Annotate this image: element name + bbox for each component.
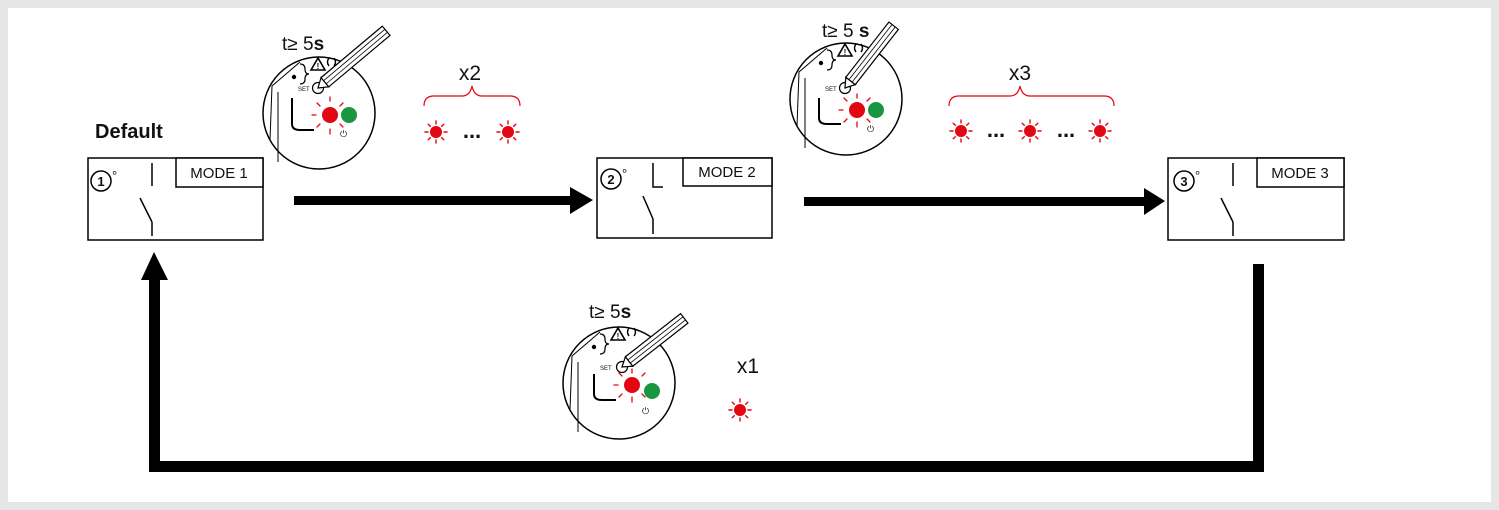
mode-box-1: MODE 1 1 ° (87, 157, 264, 241)
blinking-red-led-icon (1018, 119, 1042, 143)
svg-text:!: ! (844, 48, 847, 57)
mode-label-box-2 (682, 157, 773, 187)
chime-icon (326, 57, 337, 67)
mode-box-3: MODE 3 3 ° (1167, 157, 1345, 241)
blinking-red-led-icon (1088, 119, 1112, 143)
press-duration-3: t≥ 5s (589, 302, 631, 323)
blink-ellipsis-x3a: ... (987, 117, 1005, 142)
mode-label-box-3 (1256, 157, 1345, 188)
red-led-3 (624, 377, 640, 393)
arrow-mode2-to-mode3 (804, 188, 1165, 215)
blink-ellipsis-x3b: ... (1057, 117, 1075, 142)
blink-indicator-x1: x1 (728, 355, 759, 422)
mode-number-1: 1 (97, 174, 104, 189)
mode-label-box-1 (175, 157, 264, 188)
warning-icon: ! (609, 326, 627, 341)
mode-label-3: MODE 3 (1271, 165, 1329, 182)
warning-icon: ! (309, 56, 327, 71)
mode-degree-1: ° (112, 168, 117, 183)
green-led-2 (868, 102, 884, 118)
pen-icon-1 (317, 25, 391, 89)
blinking-red-led-icon (949, 119, 973, 143)
chime-icon (626, 327, 637, 337)
blink-count-x1: x1 (737, 355, 759, 378)
blinking-red-led-icon (728, 398, 752, 422)
set-button-label-1: SET (298, 87, 310, 93)
svg-text:!: ! (317, 62, 320, 71)
pen-icon-2 (844, 21, 900, 89)
power-icon: ⏻ (867, 124, 874, 134)
mode-box-2: MODE 2 2 ° (596, 157, 773, 239)
red-led-2 (849, 102, 865, 118)
switch-changeover-icon-2 (642, 163, 663, 234)
svg-text:!: ! (617, 332, 620, 341)
blink-ellipsis-x2: ... (463, 118, 481, 143)
switch-open-icon-3 (1220, 163, 1234, 236)
press-set-button-icon-1: t≥ 5s ! SET ⏻ (262, 25, 391, 170)
mode-number-3: 3 (1180, 174, 1187, 189)
pen-icon-3 (621, 312, 689, 368)
chime-icon (853, 43, 864, 53)
blink-indicator-x2: x2 ... (423, 62, 521, 144)
press-set-button-icon-2: t≥ 5 s ! SET ⏻ (789, 21, 903, 156)
press-duration-2: t≥ 5 s (822, 21, 869, 42)
mode-degree-2: ° (622, 166, 627, 181)
green-led-3 (644, 383, 660, 399)
mode-number-badge-1 (90, 170, 112, 192)
press-duration-1: t≥ 5s (282, 34, 324, 55)
set-button-label-3: SET (600, 366, 612, 372)
mode-number-2: 2 (607, 172, 614, 187)
blink-indicator-x3: x3 ... ... (948, 62, 1115, 143)
arrow-mode3-back-to-mode1 (141, 252, 1264, 472)
blinking-red-led-icon (496, 120, 520, 144)
red-led-1 (322, 107, 338, 123)
blinking-red-led-icon (424, 120, 448, 144)
mode-label-1: MODE 1 (190, 165, 248, 182)
press-set-button-icon-3: t≥ 5s ! SET ⏻ (562, 302, 689, 440)
green-led-1 (341, 107, 357, 123)
power-icon: ⏻ (642, 406, 649, 416)
default-label: Default (95, 121, 163, 143)
mode-degree-3: ° (1195, 168, 1200, 183)
switch-open-icon-1 (139, 163, 153, 236)
blink-count-x2: x2 (459, 62, 481, 85)
red-brace-icon (423, 85, 521, 107)
warning-icon: ! (836, 42, 854, 57)
power-icon: ⏻ (340, 129, 347, 139)
red-brace-icon (948, 85, 1115, 107)
mode-number-badge-2 (600, 168, 622, 190)
arrow-mode1-to-mode2 (294, 187, 593, 214)
mode-label-2: MODE 2 (698, 164, 756, 181)
set-button-label-2: SET (825, 87, 837, 93)
blink-count-x3: x3 (1009, 62, 1031, 85)
mode-number-badge-3 (1173, 170, 1195, 192)
